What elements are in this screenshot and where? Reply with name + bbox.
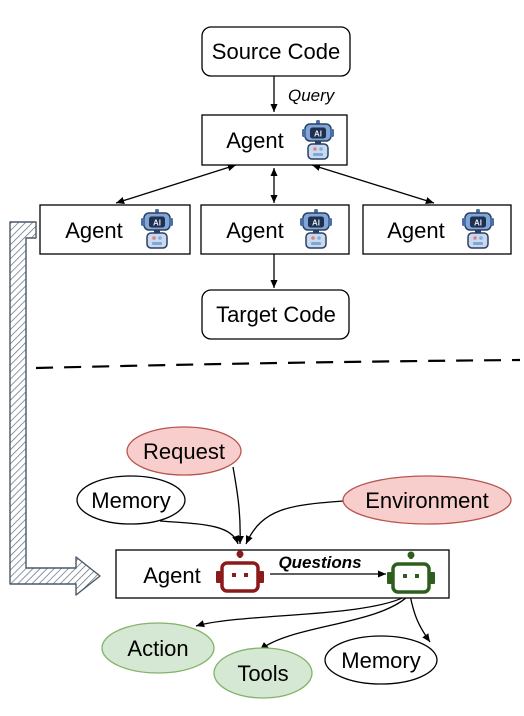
memory-output-node: Memory — [324, 635, 438, 685]
agent-right-node: Agent — [362, 204, 512, 255]
agent-right-label: Agent — [387, 218, 445, 243]
robot-green-icon — [387, 551, 435, 594]
tools-node: Tools — [213, 647, 313, 699]
tools-arrow — [259, 594, 410, 651]
action-node: Action — [101, 622, 215, 674]
source-code-node: Source Code — [201, 26, 351, 77]
request-node: Request — [126, 426, 242, 476]
questions-label: Questions — [278, 553, 361, 572]
memory-arrow — [159, 520, 240, 545]
agent-center-label: Agent — [226, 218, 284, 243]
environment-label: Environment — [365, 488, 489, 513]
memory-input-label: Memory — [91, 488, 170, 513]
main-agent-node: Agent — [201, 114, 348, 166]
agent-detail-label: Agent — [143, 563, 201, 588]
agent-left-label: Agent — [65, 218, 123, 243]
output-connectors — [195, 594, 431, 651]
environment-node: Environment — [342, 475, 512, 525]
target-code-label: Target Code — [216, 302, 336, 327]
top-connectors — [115, 76, 435, 288]
tools-label: Tools — [237, 661, 288, 686]
memory-output-arrow — [409, 594, 431, 643]
agent-left-node: Agent — [39, 204, 191, 255]
environment-arrow — [245, 500, 344, 545]
source-code-label: Source Code — [212, 39, 340, 64]
memory-input-node: Memory — [76, 475, 186, 525]
agent-detail-node: Agent Questions — [115, 549, 450, 599]
request-arrow — [232, 466, 244, 545]
main-agent-label: Agent — [226, 128, 284, 153]
zoom-arrow — [9, 221, 101, 596]
action-label: Action — [127, 636, 188, 661]
main-to-left-agent-arrow — [115, 164, 237, 204]
target-code-node: Target Code — [201, 289, 350, 340]
input-connectors — [159, 466, 344, 545]
robot-red-icon — [216, 550, 264, 593]
query-label: Query — [288, 86, 336, 105]
action-arrow — [195, 594, 409, 628]
section-divider — [35, 358, 521, 370]
request-label: Request — [143, 439, 225, 464]
agent-center-node: Agent — [200, 204, 350, 255]
memory-output-label: Memory — [341, 648, 420, 673]
main-to-right-agent-arrow — [311, 163, 435, 205]
